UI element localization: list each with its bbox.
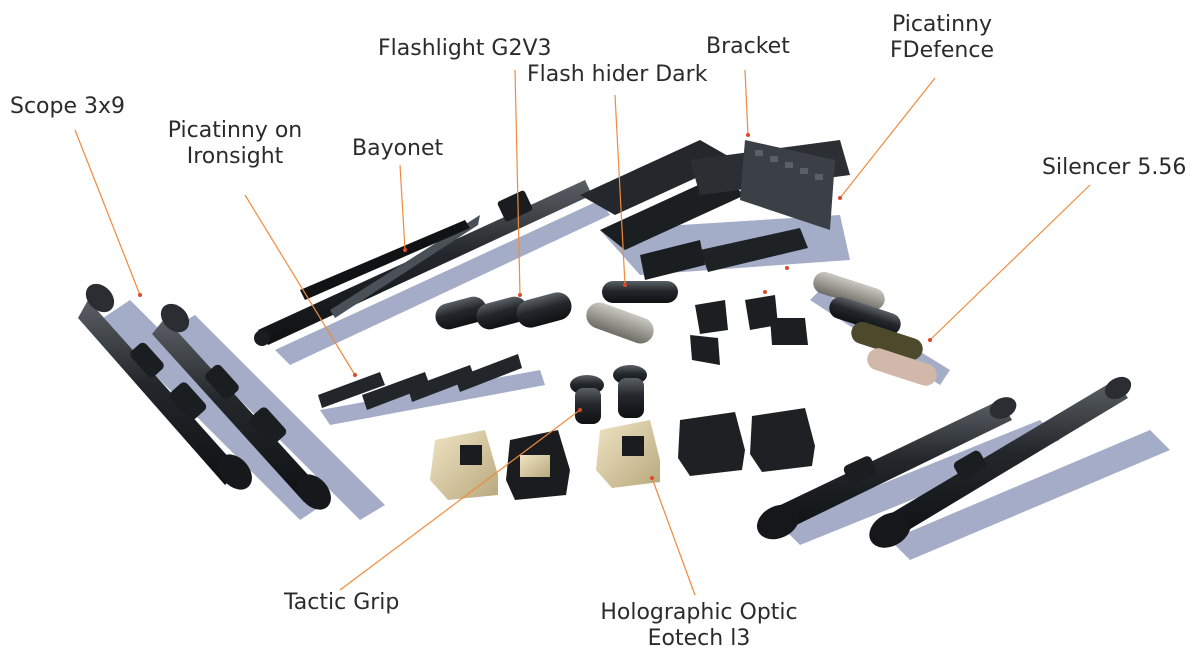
label-picatinny-ironsight: Picatinny on Ironsight	[160, 118, 310, 170]
label-picatinny-fdefence-line2: FDefence	[890, 38, 994, 63]
label-picatinny-fdefence-line1: Picatinny	[891, 12, 993, 37]
bayonet	[254, 180, 592, 346]
label-flash-hider: Flash hider Dark	[527, 62, 708, 87]
label-silencer: Silencer 5.56	[1042, 155, 1187, 180]
label-holographic-optic-line2: Eotech l3	[647, 626, 751, 651]
bracket-rails	[580, 140, 850, 280]
label-bracket: Bracket	[706, 34, 790, 59]
scope-right-1	[756, 397, 1017, 540]
label-bayonet: Bayonet	[352, 136, 444, 161]
label-holographic-optic: Holographic Optic Eotech l3	[594, 600, 804, 652]
label-holographic-optic-line1: Holographic Optic	[600, 600, 798, 625]
silencers	[813, 271, 937, 386]
clamps	[690, 295, 808, 365]
flash-hiders	[586, 281, 678, 344]
picatinny-ironsights	[318, 354, 522, 410]
label-flashlight: Flashlight G2V3	[378, 36, 552, 61]
label-picatinny-fdefence: Picatinny FDefence	[872, 12, 1012, 64]
label-picatinny-ironsight-line2: Ironsight	[186, 144, 284, 169]
scope-right-2	[869, 376, 1132, 548]
flashlights	[435, 292, 572, 330]
label-scope: Scope 3x9	[10, 94, 126, 119]
holographic-optics	[430, 408, 815, 500]
scope-left-1	[78, 283, 252, 490]
scope-left-2	[152, 303, 331, 510]
leader-dots	[138, 133, 932, 480]
tactic-grips	[570, 365, 647, 424]
label-picatinny-ironsight-line1: Picatinny on	[167, 118, 303, 143]
label-tactic-grip: Tactic Grip	[284, 590, 400, 615]
leader-lines	[74, 69, 1091, 596]
